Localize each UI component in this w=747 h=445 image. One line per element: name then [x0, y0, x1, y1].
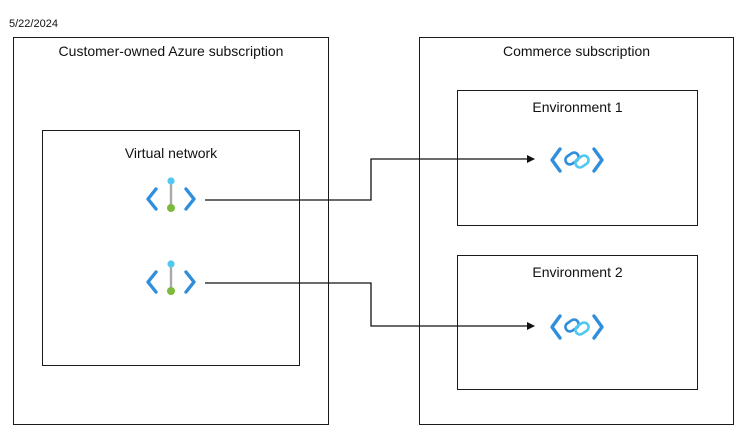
- connector-endpoint-1-to-environment-1: [205, 155, 535, 201]
- private-link-service-icon: [550, 314, 604, 340]
- commerce-subscription-title: Commerce subscription: [502, 43, 651, 59]
- environment-1-title: Environment 1: [532, 99, 623, 115]
- private-link-service-icon: [550, 147, 604, 173]
- environment-2-box: Environment 2: [457, 255, 698, 390]
- connector-endpoint-2-to-environment-2: [205, 282, 535, 330]
- private-endpoint-icon: [146, 177, 196, 212]
- environment-2-title: Environment 2: [532, 264, 623, 280]
- virtual-network-title: Virtual network: [124, 145, 218, 161]
- virtual-network-box: Virtual network: [42, 130, 300, 366]
- date-label: 5/22/2024: [9, 18, 58, 30]
- private-endpoint-icon: [146, 260, 196, 295]
- customer-subscription-box: Customer-owned Azure subscription: [13, 37, 329, 425]
- environment-1-box: Environment 1: [457, 90, 698, 226]
- commerce-subscription-box: Commerce subscription: [419, 37, 734, 425]
- customer-subscription-title: Customer-owned Azure subscription: [58, 43, 284, 59]
